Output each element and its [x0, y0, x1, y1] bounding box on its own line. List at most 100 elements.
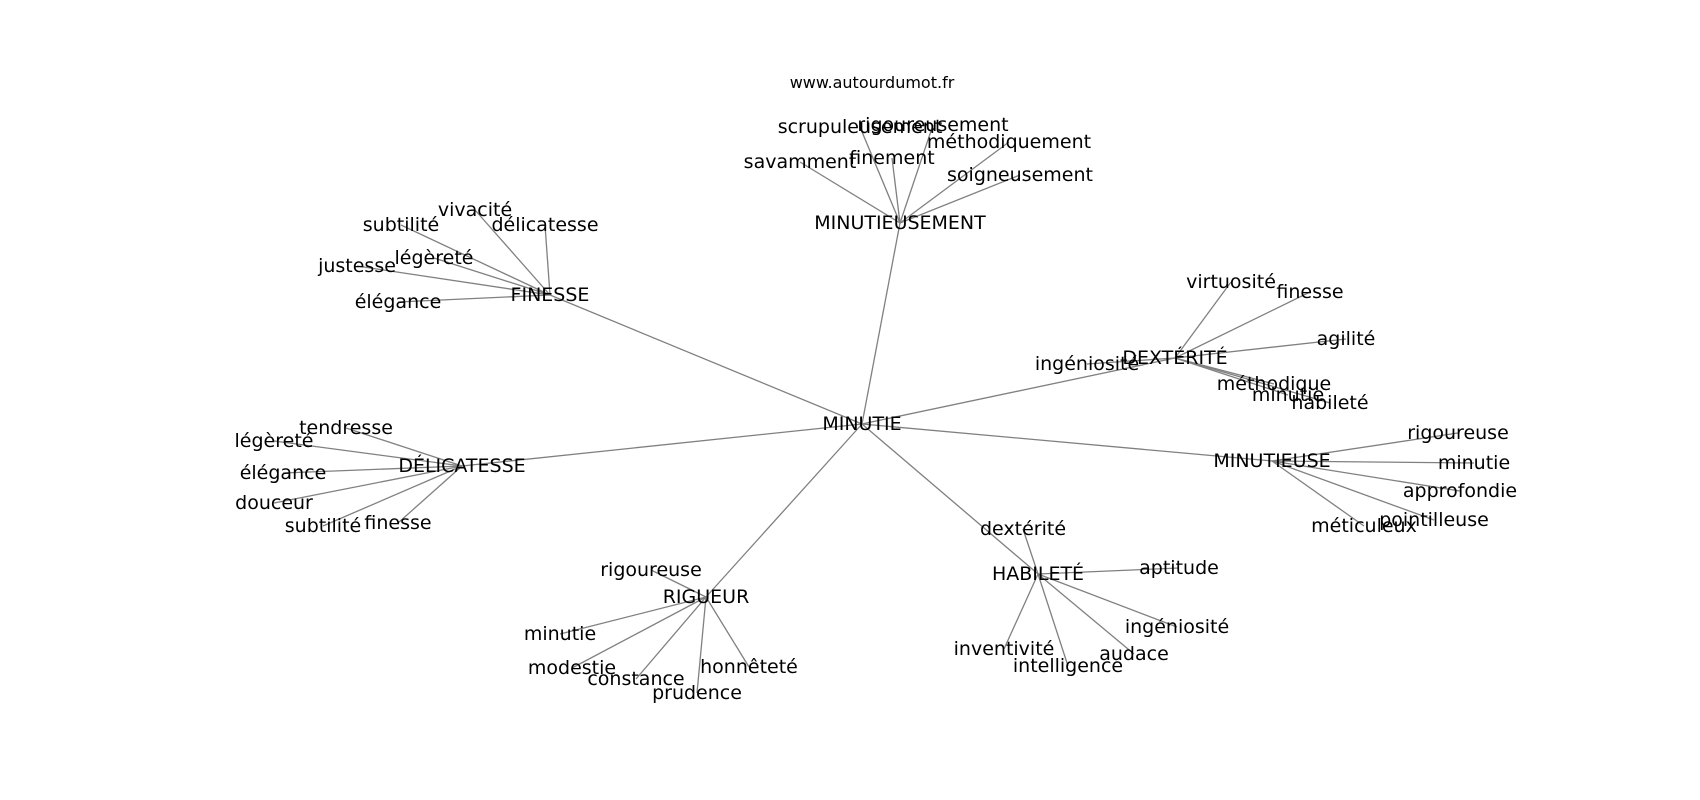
leaf-word-node[interactable]: honnêteté — [700, 656, 798, 678]
leaf-word-node[interactable]: aptitude — [1139, 557, 1219, 579]
leaf-word-node[interactable]: subtilité — [363, 214, 439, 236]
leaf-word-node[interactable]: rigoureuse — [600, 559, 702, 581]
leaf-word-node[interactable]: soigneusement — [947, 164, 1093, 186]
leaf-word-node[interactable]: ingéniosité — [1035, 353, 1139, 375]
leaf-word-node[interactable]: méthodique — [1217, 373, 1331, 395]
edge-hub-word — [1037, 573, 1069, 667]
leaf-word-node[interactable]: savamment — [744, 151, 857, 173]
leaf-word-node[interactable]: subtilité — [285, 515, 361, 537]
edge-hub-word — [571, 596, 707, 669]
edge-hub-word — [273, 440, 463, 467]
edge-hub-word — [859, 126, 901, 224]
leaf-word-node[interactable]: tendresse — [299, 417, 393, 439]
hub-node[interactable]: FINESSE — [511, 284, 590, 306]
edges — [273, 124, 1475, 694]
edge-hub-word — [650, 569, 707, 598]
leaf-word-node[interactable]: habileté — [1291, 392, 1368, 414]
leaf-word-node[interactable]: approfondie — [1403, 480, 1517, 502]
leaf-word-node[interactable]: constance — [587, 668, 684, 690]
edge-hub-word — [273, 465, 463, 504]
leaf-word-node[interactable]: minutie — [1438, 452, 1510, 474]
edge-hub-word — [1271, 432, 1459, 462]
edge-hub-word — [799, 161, 901, 224]
leaf-word-node[interactable]: inventivité — [954, 638, 1055, 660]
leaf-word-node[interactable]: rigoureusement — [857, 114, 1008, 136]
leaf-word-node[interactable]: ingéniosité — [1125, 616, 1229, 638]
edge-hub-word — [891, 157, 901, 224]
edge-hub-word — [322, 465, 463, 527]
edge-root-hub — [705, 423, 863, 598]
leaf-word-node[interactable]: prudence — [652, 682, 742, 704]
edge-root-hub — [461, 423, 863, 467]
hub-node[interactable]: RIGUEUR — [663, 586, 750, 608]
edge-hub-word — [899, 141, 1010, 224]
edge-hub-word — [1271, 460, 1475, 464]
leaf-word-node[interactable]: audace — [1099, 643, 1169, 665]
edge-hub-word — [474, 209, 551, 296]
hub-node[interactable]: DÉLICATESSE — [398, 454, 525, 477]
leaf-word-node[interactable]: finement — [849, 147, 934, 169]
hub-node[interactable]: MINUTIEUSE — [1213, 450, 1330, 472]
edge-hub-word — [1174, 338, 1347, 359]
leaf-word-node[interactable]: finesse — [1276, 281, 1343, 303]
leaf-word-node[interactable]: intelligence — [1013, 655, 1123, 677]
leaf-word-node[interactable]: virtuosité — [1186, 271, 1276, 293]
edge-root-hub — [861, 423, 1273, 462]
edge-hub-word — [1271, 460, 1435, 521]
edge-root-hub — [861, 222, 901, 425]
leaf-word-node[interactable]: rigoureuse — [1407, 422, 1509, 444]
leaf-word-node[interactable]: douceur — [235, 492, 313, 514]
edge-hub-word — [1174, 357, 1289, 396]
edge-hub-word — [1271, 460, 1461, 492]
edge-hub-word — [1022, 528, 1039, 575]
edge-hub-word — [1037, 573, 1178, 628]
edge-hub-word — [397, 294, 551, 303]
leaf-word-node[interactable]: élégance — [355, 291, 442, 313]
edge-hub-word — [1271, 460, 1365, 527]
edge-hub-word — [345, 427, 463, 467]
leaf-word-node[interactable]: justesse — [317, 255, 396, 277]
hub-node[interactable]: MINUTIEUSEMENT — [814, 212, 986, 234]
leaf-word-node[interactable]: minutie — [524, 623, 596, 645]
leaf-word-node[interactable]: pointilleuse — [1379, 509, 1489, 531]
edge-hub-word — [1174, 291, 1311, 359]
edge-hub-word — [400, 224, 551, 296]
leaf-word-node[interactable]: élégance — [240, 462, 327, 484]
leaf-word-node[interactable]: méticuleux — [1311, 515, 1417, 537]
edge-hub-word — [1037, 567, 1180, 575]
edge-hub-word — [705, 596, 750, 668]
leaf-word-node[interactable]: méthodiquement — [927, 131, 1091, 153]
edge-hub-word — [1037, 573, 1135, 655]
edge-root-hub — [549, 294, 863, 425]
leaf-word-node[interactable]: modestie — [528, 657, 616, 679]
edge-hub-word — [1003, 573, 1039, 650]
edge-hub-word — [899, 174, 1021, 224]
edge-hub-word — [1174, 357, 1331, 404]
edge-hub-word — [559, 596, 707, 635]
labels: MINUTIEMINUTIEUSEMENTscrupuleusementrigo… — [235, 114, 1518, 704]
leaf-word-node[interactable]: légèreté — [235, 430, 314, 452]
edge-hub-word — [356, 265, 551, 296]
edge-hub-word — [899, 124, 934, 224]
edge-hub-word — [635, 596, 707, 680]
leaf-word-node[interactable]: délicatesse — [491, 214, 598, 236]
edge-root-hub — [861, 423, 1039, 575]
edge-root-hub — [861, 357, 1176, 425]
hub-node[interactable]: HABILETÉ — [992, 562, 1084, 585]
leaf-word-node[interactable]: agilité — [1317, 328, 1376, 350]
leaf-word-node[interactable]: dextérité — [980, 518, 1066, 540]
leaf-word-node[interactable]: finesse — [364, 512, 431, 534]
leaf-word-node[interactable]: vivacité — [438, 199, 512, 221]
edge-hub-word — [1086, 357, 1176, 365]
edge-hub-word — [433, 257, 551, 296]
source-url: www.autourdumot.fr — [790, 73, 955, 92]
leaf-word-node[interactable]: minutie — [1252, 384, 1324, 406]
hub-node[interactable]: DEXTÉRITÉ — [1122, 346, 1227, 369]
leaf-word-node[interactable]: légèreté — [395, 247, 474, 269]
edge-hub-word — [1174, 281, 1232, 359]
leaf-word-node[interactable]: scrupuleusement — [778, 116, 943, 138]
root-node[interactable]: MINUTIE — [822, 413, 901, 435]
edge-hub-word — [282, 465, 463, 474]
